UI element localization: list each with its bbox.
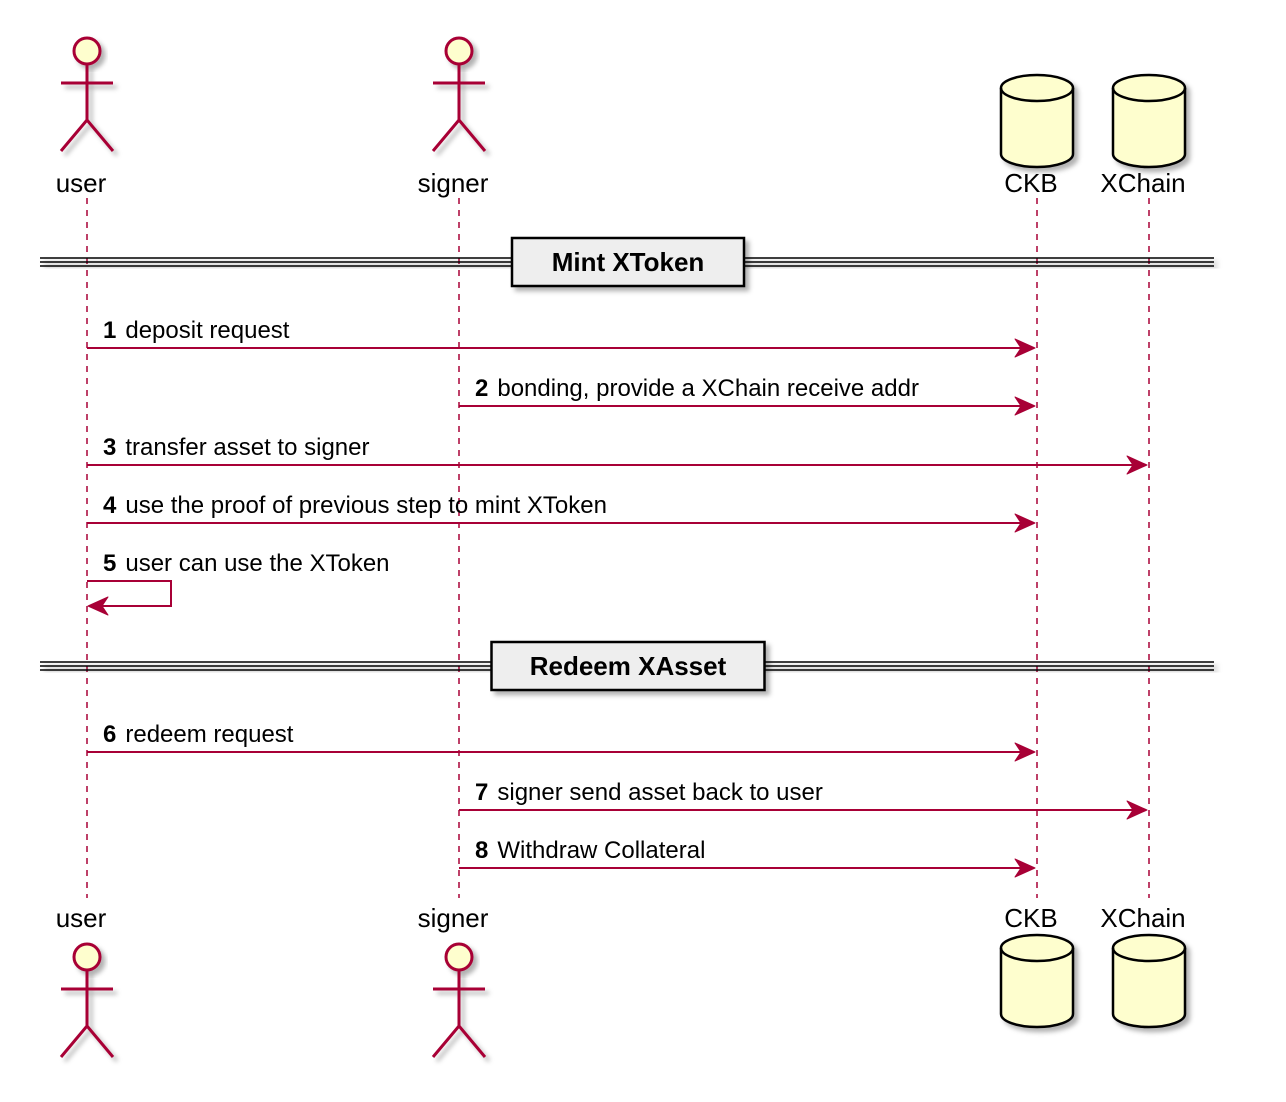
actor-body-signer-bottom (431, 970, 487, 1058)
actor-head-user-bottom (72, 942, 102, 972)
message-8: 8 Withdraw Collateral (459, 837, 1036, 878)
message-label: 8 Withdraw Collateral (475, 837, 705, 864)
database-body-ckb-bottom (999, 933, 1075, 1029)
message-number: 6 (103, 721, 116, 748)
message-text: user can use the XToken (125, 550, 389, 577)
message-5: 5 user can use the XToken (87, 550, 390, 616)
message-label: 6 redeem request (103, 721, 294, 748)
participant-label-ckb-top: CKB (1004, 168, 1057, 198)
message-text: bonding, provide a XChain receive addr (497, 375, 919, 402)
participant-label-xchain-bottom: XChain (1100, 903, 1185, 933)
message-2: 2 bonding, provide a XChain receive addr (459, 375, 1036, 416)
participant-user-bottom: user (56, 903, 115, 1058)
divider-box (490, 640, 766, 692)
message-number: 2 (475, 375, 488, 402)
database-body-xchain-top (1111, 73, 1187, 169)
message-text: redeem request (125, 721, 293, 748)
message-text: signer send asset back to user (497, 779, 823, 806)
arrow-head (1126, 800, 1148, 820)
message-label: 1 deposit request (103, 317, 290, 344)
participant-signer-bottom: signer (418, 903, 489, 1058)
message-text: transfer asset to signer (125, 434, 369, 461)
divider-box (510, 236, 746, 288)
message-6: 6 redeem request (87, 721, 1036, 762)
database-body-ckb-top (999, 73, 1075, 169)
actor-body-user-bottom (59, 970, 115, 1058)
participant-label-ckb-bottom: CKB (1004, 903, 1057, 933)
message-label: 4 use the proof of previous step to mint … (103, 492, 607, 519)
arrow-head (1014, 513, 1036, 533)
divider-label: Redeem XAsset (530, 651, 727, 681)
message-1: 1 deposit request (87, 317, 1036, 358)
participant-ckb-bottom: CKB (999, 903, 1075, 1029)
divider-label: Mint XToken (552, 247, 705, 277)
database-rim-xchain-bottom (1111, 947, 1187, 963)
arrow-head (1014, 858, 1036, 878)
database-rim-ckb-top (999, 87, 1075, 103)
participant-xchain-bottom: XChain (1100, 903, 1187, 1029)
participant-label-signer-bottom: signer (418, 903, 489, 933)
message-7: 7 signer send asset back to user (459, 779, 1148, 820)
message-3: 3 transfer asset to signer (87, 434, 1148, 475)
arrow-head (1014, 742, 1036, 762)
actor-body-user-top (59, 64, 115, 152)
message-number: 1 (103, 317, 116, 344)
message-label: 2 bonding, provide a XChain receive addr (475, 375, 919, 402)
message-text: use the proof of previous step to mint X… (125, 492, 607, 519)
actor-head-signer-top (444, 36, 474, 66)
actor-head-user-top (72, 36, 102, 66)
participant-label-signer-top: signer (418, 168, 489, 198)
arrow-head (1014, 396, 1036, 416)
participant-label-user-top: user (56, 168, 107, 198)
message-text: deposit request (125, 317, 289, 344)
participant-label-xchain-top: XChain (1100, 168, 1185, 198)
arrow-head (87, 596, 109, 616)
arrow-head (1126, 455, 1148, 475)
participant-label-user-bottom: user (56, 903, 107, 933)
message-number: 4 (103, 492, 117, 519)
participant-ckb-top: CKB (999, 73, 1075, 198)
message-label: 3 transfer asset to signer (103, 434, 369, 461)
divider-mint-xtoken: Mint XToken (40, 236, 1214, 288)
message-4: 4 use the proof of previous step to mint … (87, 492, 1036, 533)
message-number: 7 (475, 779, 488, 806)
message-label: 7 signer send asset back to user (475, 779, 823, 806)
database-body-xchain-bottom (1111, 933, 1187, 1029)
message-number: 5 (103, 550, 116, 577)
divider-redeem-xasset: Redeem XAsset (40, 640, 1214, 692)
message-number: 3 (103, 434, 116, 461)
participant-xchain-top: XChain (1100, 73, 1187, 198)
message-number: 8 (475, 837, 488, 864)
message-label: 5 user can use the XToken (103, 550, 390, 577)
message-text: Withdraw Collateral (497, 837, 705, 864)
participant-signer-top: signer (418, 36, 489, 198)
actor-head-signer-bottom (444, 942, 474, 972)
participant-user-top: user (56, 36, 115, 198)
database-rim-ckb-bottom (999, 947, 1075, 963)
database-rim-xchain-top (1111, 87, 1187, 103)
actor-body-signer-top (431, 64, 487, 152)
arrow-head (1014, 338, 1036, 358)
self-arrow-line (87, 580, 172, 607)
